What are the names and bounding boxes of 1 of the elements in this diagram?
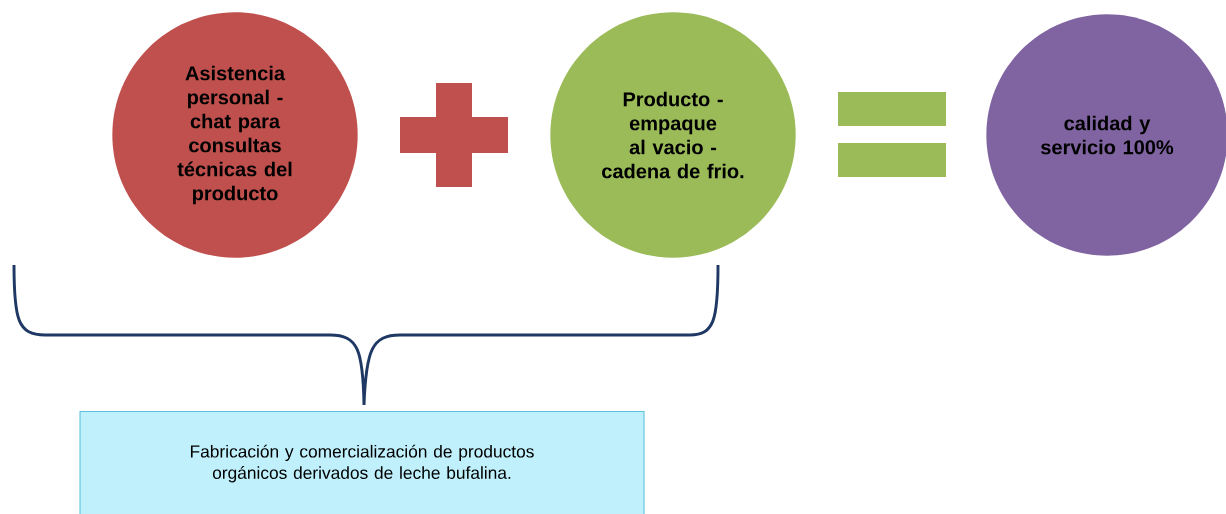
text-box: Fabricación y comercialización de productos orgánicos derivados de leche bufalina. [79,411,645,514]
